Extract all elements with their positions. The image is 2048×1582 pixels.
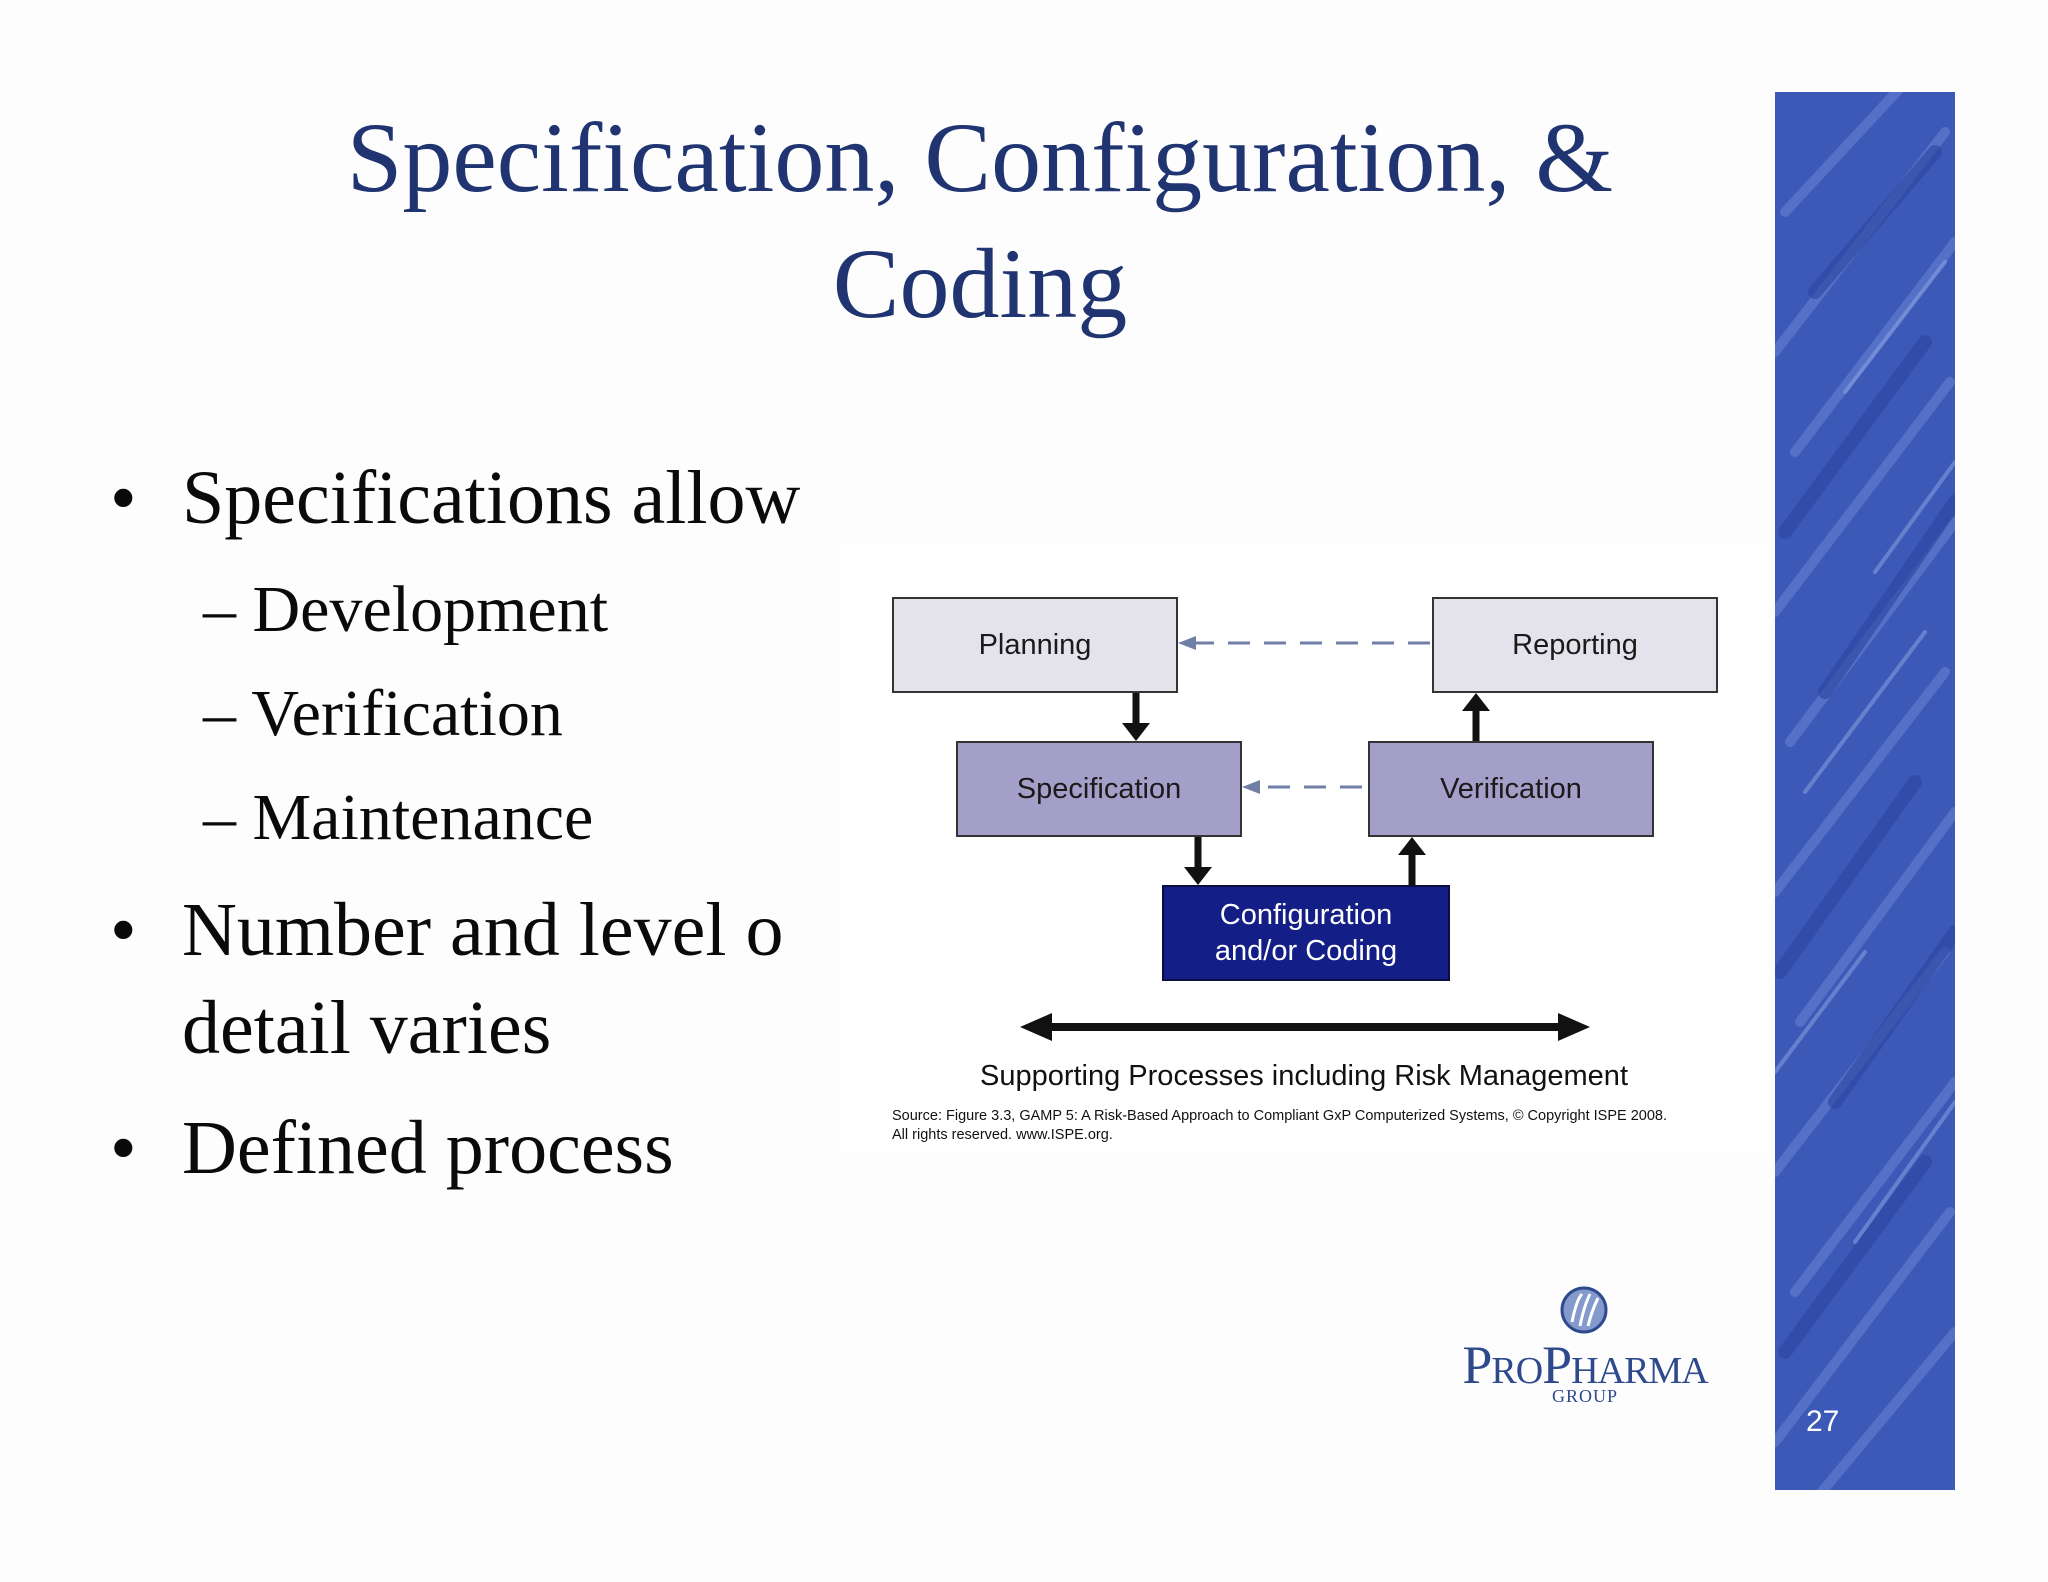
gamp-diagram: Planning Reporting Specification Verific… xyxy=(840,545,1768,1153)
subbullet-development: – Development xyxy=(203,568,608,652)
bullet-text: Specifications allow xyxy=(182,456,801,540)
logo-group-text: GROUP xyxy=(1551,1386,1618,1406)
box-label: Planning xyxy=(978,629,1092,661)
propharma-logo: ProPharma GROUP xyxy=(1430,1282,1740,1412)
box-verification: Verification xyxy=(1368,741,1654,837)
box-specification: Specification xyxy=(956,741,1242,837)
bullet-text-line-2: detail varies xyxy=(182,986,552,1070)
bullet-text-line-1: Number and level o xyxy=(182,888,784,972)
box-configuration-coding: Configuration and/or Coding xyxy=(1162,885,1450,981)
supporting-processes-label: Supporting Processes including Risk Mana… xyxy=(979,1060,1628,1092)
source-line-2: All rights reserved. www.ISPE.org. xyxy=(892,1127,1113,1143)
bullet-text: Defined process xyxy=(182,1106,674,1190)
arrowhead-icon xyxy=(1184,867,1212,885)
arrowhead-icon xyxy=(1178,636,1196,650)
arrowhead-icon xyxy=(1122,723,1150,741)
arrowhead-icon xyxy=(1242,780,1260,794)
box-planning: Planning xyxy=(892,597,1178,693)
subbullet-maintenance: – Maintenance xyxy=(203,776,593,860)
subbullet-text: Development xyxy=(252,573,609,646)
arrowhead-icon xyxy=(1020,1013,1052,1041)
dash: – xyxy=(203,781,253,854)
subbullet-verification: – Verification xyxy=(203,672,563,756)
subbullet-text: Maintenance xyxy=(252,781,594,854)
bullet-dot: • xyxy=(110,888,137,972)
blue-band-texture xyxy=(1775,92,1955,1490)
propharma-swirl-icon xyxy=(1560,1286,1608,1334)
slide-title-line-2: Coding xyxy=(832,228,1128,339)
diagram-connectors xyxy=(1020,636,1590,1041)
box-label: Reporting xyxy=(1512,629,1638,661)
bullet-dot: • xyxy=(110,1106,137,1190)
slide-title: Specification, Configuration, & Coding xyxy=(200,95,1760,347)
arrowhead-icon xyxy=(1462,693,1490,711)
decorative-blue-band xyxy=(1775,92,1955,1490)
dash: – xyxy=(203,573,253,646)
page-number: 27 xyxy=(1806,1405,1840,1438)
slide-title-line-1: Specification, Configuration, & xyxy=(346,102,1614,213)
box-label: Specification xyxy=(1016,773,1182,805)
box-label-line-1: Configuration xyxy=(1219,899,1393,931)
figure-source-citation: Source: Figure 3.3, GAMP 5: A Risk-Based… xyxy=(892,1107,1752,1145)
bullet-dot: • xyxy=(110,456,137,540)
logo-wordmark: ProPharma xyxy=(1462,1335,1708,1395)
dash: – xyxy=(203,677,252,750)
box-reporting: Reporting xyxy=(1432,597,1718,693)
box-label-line-2: and/or Coding xyxy=(1214,935,1398,967)
arrowhead-icon xyxy=(1398,837,1426,855)
subbullet-text: Verification xyxy=(251,677,563,750)
source-line-1: Source: Figure 3.3, GAMP 5: A Risk-Based… xyxy=(892,1108,1667,1124)
arrowhead-icon xyxy=(1558,1013,1590,1041)
box-label: Verification xyxy=(1440,773,1582,805)
